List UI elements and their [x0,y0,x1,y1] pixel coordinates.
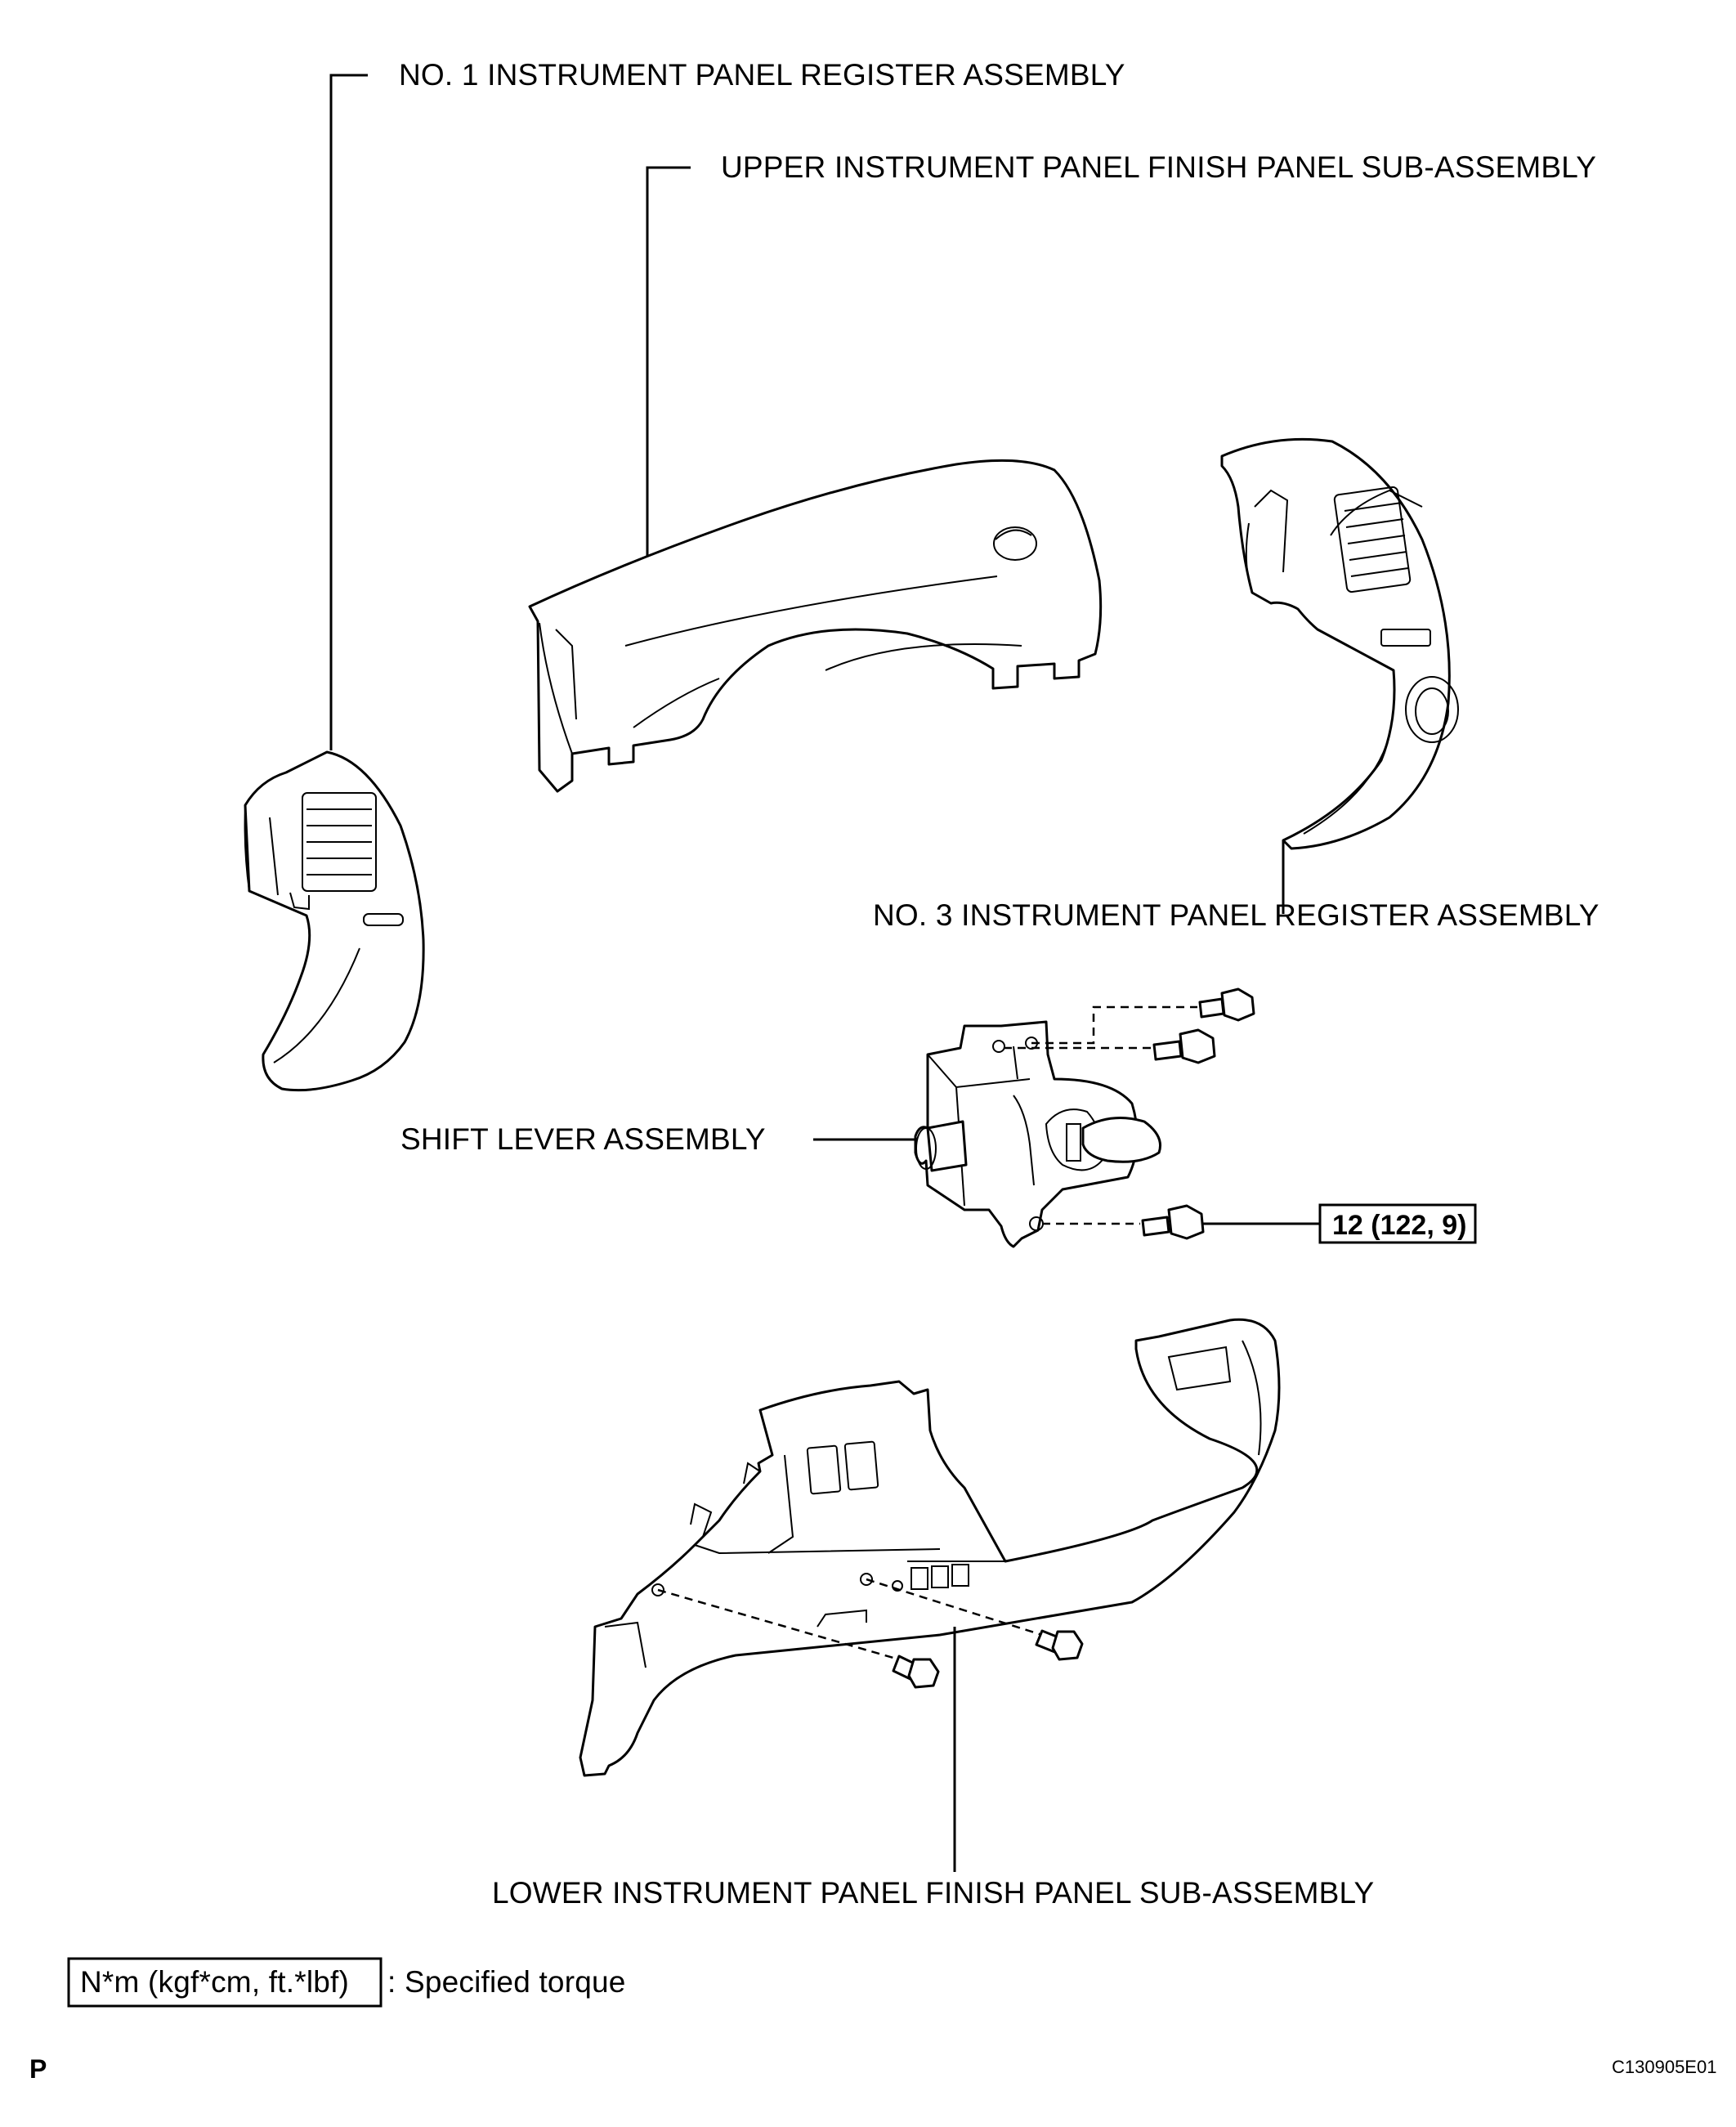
figure-code: C130905E01 [1612,2057,1716,2077]
page-mark: P [29,2054,47,2084]
upper-finish-panel-leader [646,166,691,556]
legend-description: : Specified torque [387,1965,626,1999]
bolt-icon [1141,1204,1205,1240]
shift-lever-drawing [914,1020,1161,1248]
bolt-icon [1035,1629,1084,1661]
torque-value: 12 (122, 9) [1332,1210,1466,1241]
upper-finish-panel-label: UPPER INSTRUMENT PANEL FINISH PANEL SUB-… [721,150,1596,184]
bolt-icon [1198,987,1255,1022]
legend-unit-box [67,1957,383,2008]
bolt-icon [1152,1028,1216,1064]
bolt-icon [892,1655,940,1689]
no3-register-label: NO. 3 INSTRUMENT PANEL REGISTER ASSEMBLY [873,898,1600,932]
legend-unit-text: N*m (kgf*cm, ft.*lbf) [80,1965,349,1999]
lower-finish-panel-drawing [579,1318,1281,1777]
lower-finish-panel-label: LOWER INSTRUMENT PANEL FINISH PANEL SUB-… [492,1876,1374,1910]
no3-register-drawing [1220,437,1459,850]
upper-finish-panel-drawing [528,459,1103,793]
shift-lever-bolts [1004,987,1255,1240]
lower-panel-bolts [657,1578,1084,1689]
no1-register-leader [329,74,368,750]
no1-register-drawing [244,750,425,1092]
shift-lever-label: SHIFT LEVER ASSEMBLY [400,1122,766,1156]
torque-box [1318,1203,1477,1244]
no1-register-label: NO. 1 INSTRUMENT PANEL REGISTER ASSEMBLY [399,58,1125,92]
